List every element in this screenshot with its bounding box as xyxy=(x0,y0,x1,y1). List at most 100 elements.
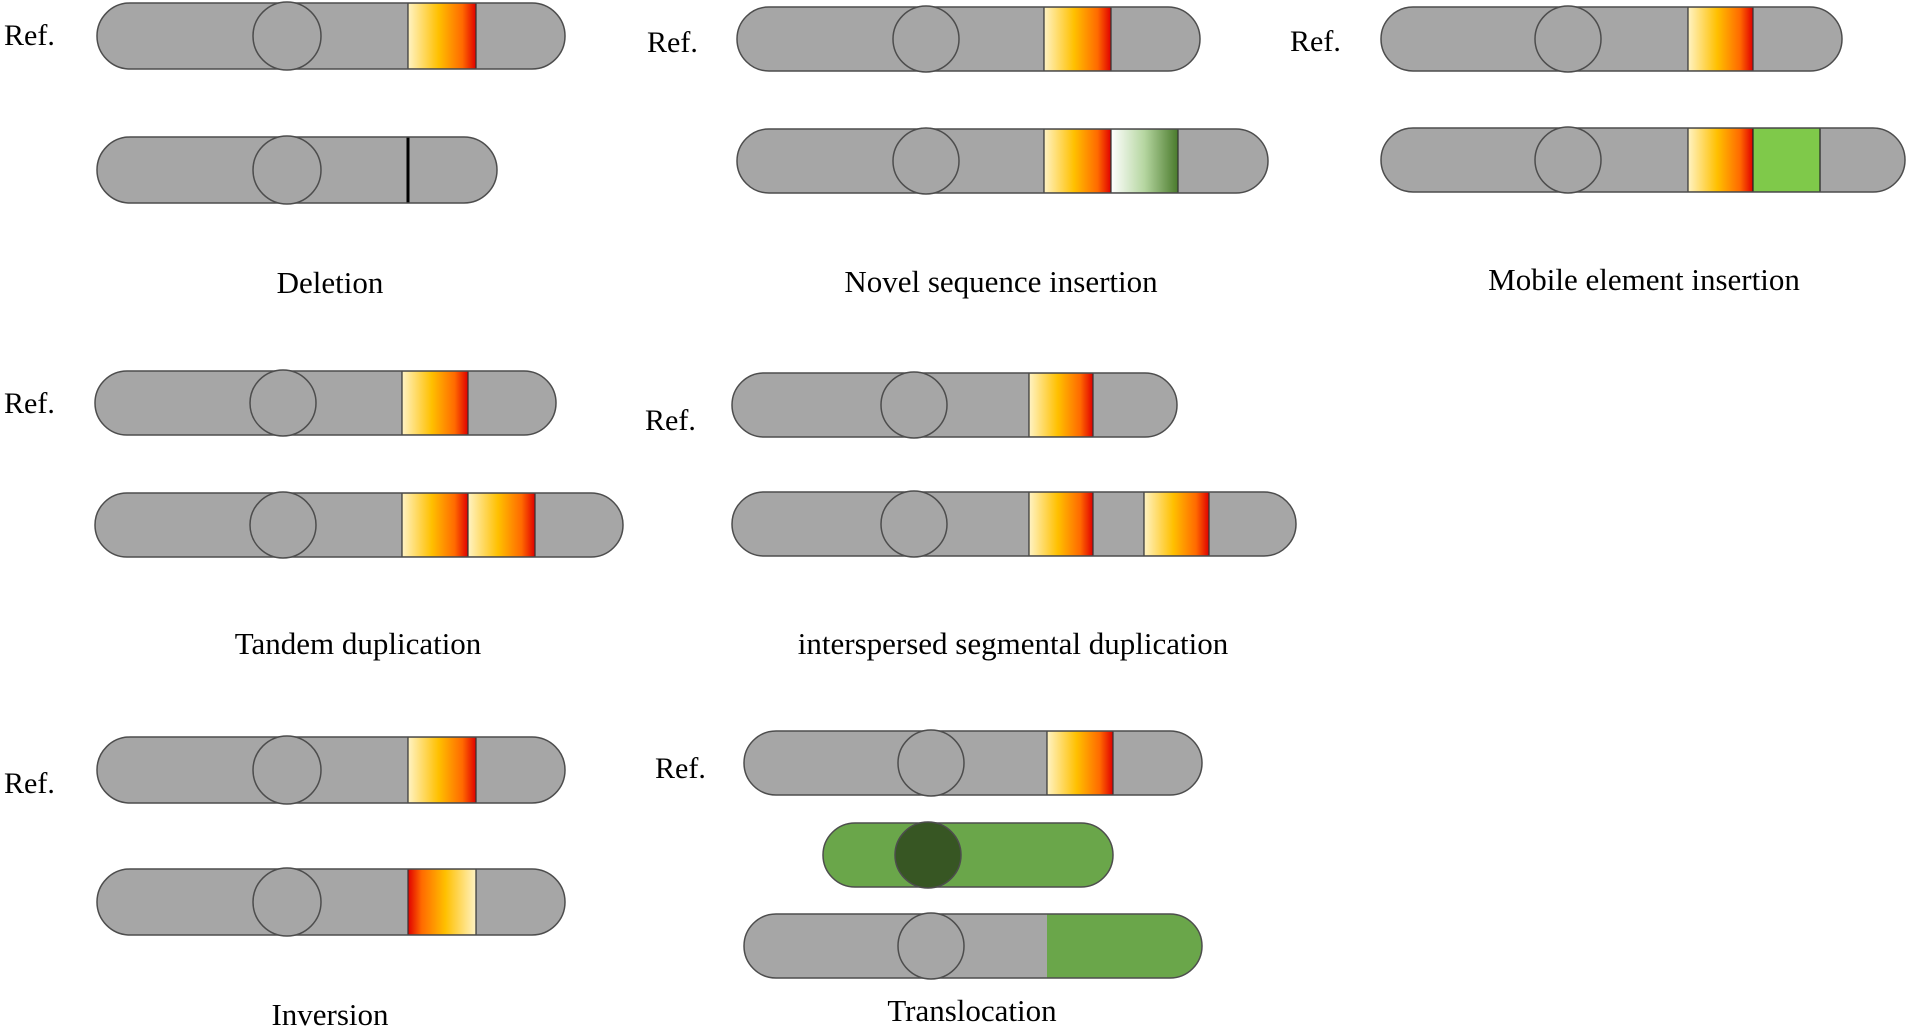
chromosome-body xyxy=(1381,128,1905,192)
inversion-ref-chromosome xyxy=(96,735,566,805)
chromosome-arm xyxy=(95,371,556,435)
panel-title-tandem-duplication: Tandem duplication xyxy=(235,626,482,661)
chromosome-arm xyxy=(97,869,565,935)
centromere xyxy=(1534,5,1602,73)
translocation-ref-chromosome xyxy=(743,729,1203,797)
variant-segment xyxy=(407,3,477,69)
panel-title-translocation: Translocation xyxy=(887,993,1057,1027)
novel-ref-chromosome xyxy=(736,5,1201,73)
chromosome-outline xyxy=(96,868,566,936)
chromosome-outline xyxy=(96,736,566,804)
centromere xyxy=(897,729,965,797)
mobile-variant-chromosome xyxy=(1380,126,1906,194)
chromosome-arm xyxy=(1381,128,1905,192)
chromosome-body xyxy=(737,7,1200,71)
chromosome-outline xyxy=(736,128,1269,194)
chromosome-outline xyxy=(731,372,1178,438)
ref-label: Ref. xyxy=(645,404,696,437)
ref-label: Ref. xyxy=(4,767,55,800)
translocation-partner-chromosome xyxy=(822,821,1114,889)
chromosome-body xyxy=(97,737,565,803)
centromere xyxy=(892,5,960,73)
panel-title-deletion: Deletion xyxy=(277,265,384,300)
ref-label: Ref. xyxy=(655,752,706,785)
chromosome-outline xyxy=(94,370,557,436)
variant-segment xyxy=(401,371,469,435)
chromosome-arm xyxy=(97,3,565,69)
variant-segment xyxy=(1043,7,1112,71)
ref-label: Ref. xyxy=(4,387,55,420)
chromosome-outline xyxy=(1380,6,1843,72)
variant-segment xyxy=(407,737,477,803)
variant-segment xyxy=(1110,129,1179,193)
chromosome-outline xyxy=(96,2,566,70)
chromosome-body xyxy=(732,373,1177,437)
chromosome-arm xyxy=(95,493,623,557)
segmental-ref-chromosome xyxy=(731,371,1178,439)
chromosome-arm xyxy=(732,373,1177,437)
ref-label: Ref. xyxy=(1290,25,1341,58)
variant-segment xyxy=(1028,492,1094,556)
variant-segment xyxy=(1687,128,1754,192)
centromere xyxy=(1534,126,1602,194)
centromere xyxy=(897,912,965,980)
inversion-variant-chromosome xyxy=(96,867,566,937)
centromere xyxy=(252,135,322,205)
chromosome-arm xyxy=(744,731,1202,795)
centromere xyxy=(249,369,317,437)
deletion-ref-chromosome xyxy=(96,1,566,71)
chromosome-arm xyxy=(737,7,1200,71)
translocated-segment xyxy=(1047,914,1202,978)
tandem-ref-chromosome xyxy=(94,369,557,437)
chromosome-outline xyxy=(731,491,1297,557)
centromere xyxy=(252,735,322,805)
panel-title-novel-insertion: Novel sequence insertion xyxy=(844,264,1158,299)
chromosome-arm xyxy=(97,737,565,803)
chromosome-outline xyxy=(736,6,1201,72)
chromosome-body xyxy=(744,914,1202,978)
chromosome-outline xyxy=(822,822,1114,888)
chromosome-outline xyxy=(743,730,1203,796)
tandem-variant-chromosome xyxy=(94,491,624,559)
novel-variant-chromosome xyxy=(736,127,1269,195)
mobile-element xyxy=(1752,128,1821,192)
chromosome-body xyxy=(732,492,1296,556)
panel-title-mobile-insertion: Mobile element insertion xyxy=(1488,262,1800,297)
chromosome-body xyxy=(97,3,565,69)
chromosome-body xyxy=(737,129,1268,193)
chromosome-body xyxy=(823,823,1113,887)
variant-segment xyxy=(401,493,469,557)
deletion-variant-chromosome xyxy=(96,135,498,205)
chromosome-body xyxy=(744,731,1202,795)
chromosome-arm xyxy=(823,823,1113,887)
ref-label: Ref. xyxy=(647,26,698,59)
panel-title-segmental-duplication: interspersed segmental duplication xyxy=(798,626,1229,661)
segmental-variant-chromosome xyxy=(731,490,1297,558)
centromere xyxy=(892,127,960,195)
chromosome-body xyxy=(95,493,623,557)
ref-label: Ref. xyxy=(4,19,55,52)
chromosome-arm xyxy=(732,492,1296,556)
variant-segment xyxy=(1028,373,1094,437)
mobile-ref-chromosome xyxy=(1380,5,1843,73)
chromosome-outline xyxy=(1380,127,1906,193)
centromere xyxy=(894,821,962,889)
panel-title-inversion: Inversion xyxy=(271,997,389,1027)
variant-segment xyxy=(407,869,477,935)
chromosome-body xyxy=(1381,7,1842,71)
variant-segment xyxy=(1687,7,1754,71)
chromosome-arm xyxy=(737,129,1268,193)
variant-segment xyxy=(467,493,536,557)
variant-segment xyxy=(1046,731,1114,795)
chromosome-outline xyxy=(94,492,624,558)
centromere xyxy=(249,491,317,559)
translocation-variant-chromosome xyxy=(743,912,1203,980)
chromosome-outline xyxy=(743,913,1203,979)
chromosome-body xyxy=(95,371,556,435)
chromosome-body xyxy=(97,869,565,935)
variant-segment xyxy=(1143,492,1210,556)
centromere xyxy=(252,867,322,937)
variant-segment xyxy=(1043,129,1112,193)
centromere xyxy=(880,490,948,558)
